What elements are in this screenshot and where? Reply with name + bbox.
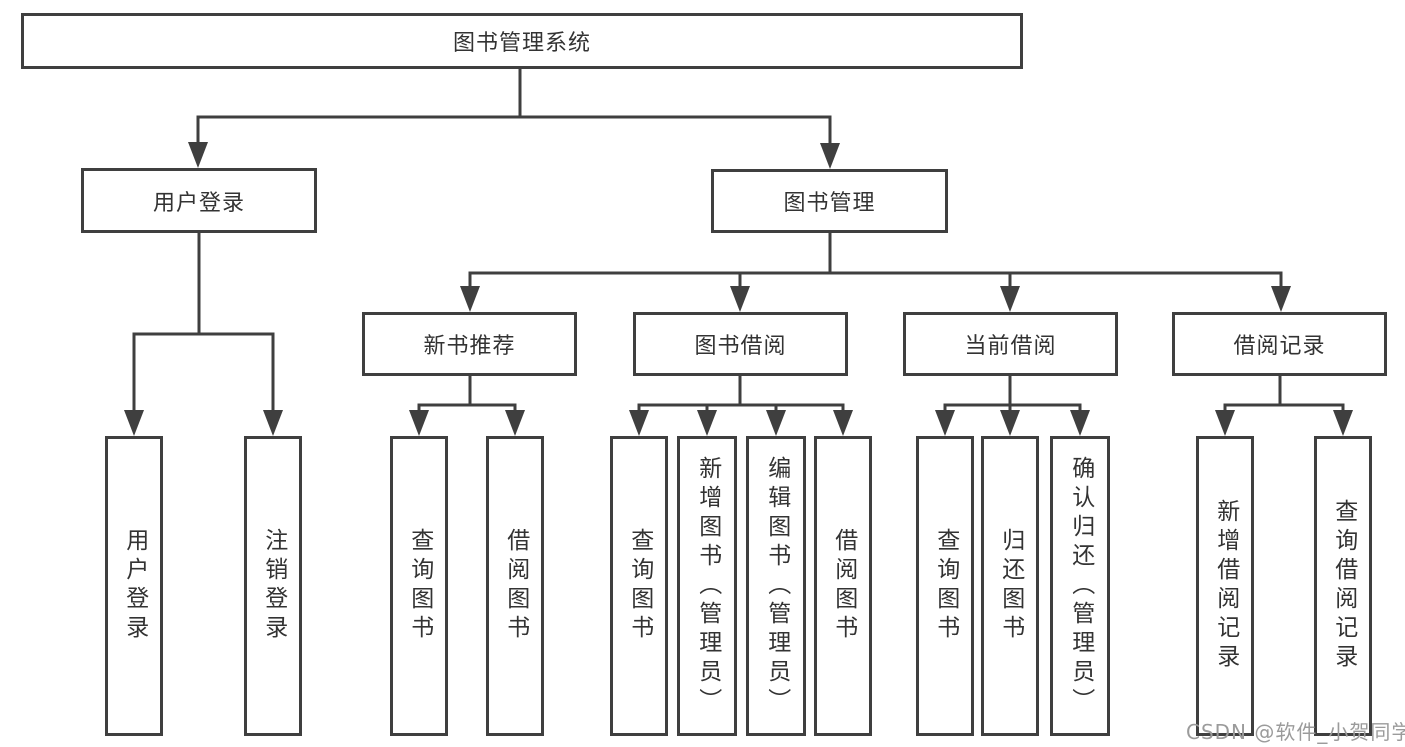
node-leaf-cb-confirm-return-admin: 确认归还（管理员） xyxy=(1050,436,1110,736)
node-library-management-system: 图书管理系统 xyxy=(21,13,1023,69)
node-leaf-bb-edit-books-admin: 编辑图书（管理员） xyxy=(746,436,806,736)
node-leaf-cb-return-books: 归还图书 xyxy=(981,436,1039,736)
node-leaf-nb-query-books: 查询图书 xyxy=(390,436,448,736)
node-new-book-recommend: 新书推荐 xyxy=(362,312,577,376)
node-label: 新增图书（管理员） xyxy=(694,455,721,717)
node-label: 当前借阅 xyxy=(964,334,1057,359)
node-label: 查询借阅记录 xyxy=(1330,499,1357,673)
node-label: 查询图书 xyxy=(406,528,433,644)
node-leaf-logout-login: 注销登录 xyxy=(244,436,302,736)
node-label: 借阅图书 xyxy=(830,528,857,644)
node-label: 图书借阅 xyxy=(694,334,787,359)
node-leaf-br-add-record: 新增借阅记录 xyxy=(1196,436,1254,736)
node-label: 用户登录 xyxy=(152,190,245,216)
node-label: 图书管理 xyxy=(783,191,876,216)
node-leaf-bb-query-books: 查询图书 xyxy=(610,436,668,736)
node-label: 查询图书 xyxy=(932,528,959,644)
node-label: 借阅记录 xyxy=(1233,334,1326,359)
node-label: 用户登录 xyxy=(121,528,148,644)
node-book-management: 图书管理 xyxy=(711,169,948,233)
node-user-login: 用户登录 xyxy=(81,168,317,233)
node-label: 图书管理系统 xyxy=(452,31,591,56)
watermark: CSDN @软件_小贺同学 xyxy=(1186,720,1405,744)
node-leaf-user-login: 用户登录 xyxy=(105,436,163,736)
node-label: 归还图书 xyxy=(997,528,1024,644)
node-label: 新书推荐 xyxy=(423,334,516,359)
node-leaf-nb-borrow-books: 借阅图书 xyxy=(486,436,544,736)
node-leaf-bb-add-books-admin: 新增图书（管理员） xyxy=(677,436,737,736)
node-leaf-bb-borrow-books: 借阅图书 xyxy=(814,436,872,736)
node-label: 编辑图书（管理员） xyxy=(763,455,790,717)
node-leaf-br-query-record: 查询借阅记录 xyxy=(1314,436,1372,736)
node-label: 查询图书 xyxy=(626,528,653,644)
node-label: 注销登录 xyxy=(260,528,287,644)
node-label: 新增借阅记录 xyxy=(1212,499,1239,673)
node-label: 借阅图书 xyxy=(502,528,529,644)
node-label: 确认归还（管理员） xyxy=(1067,455,1094,717)
node-leaf-cb-query-books: 查询图书 xyxy=(916,436,974,736)
node-current-borrowing: 当前借阅 xyxy=(903,312,1118,376)
node-book-borrowing: 图书借阅 xyxy=(633,312,848,376)
node-borrowing-records: 借阅记录 xyxy=(1172,312,1387,376)
